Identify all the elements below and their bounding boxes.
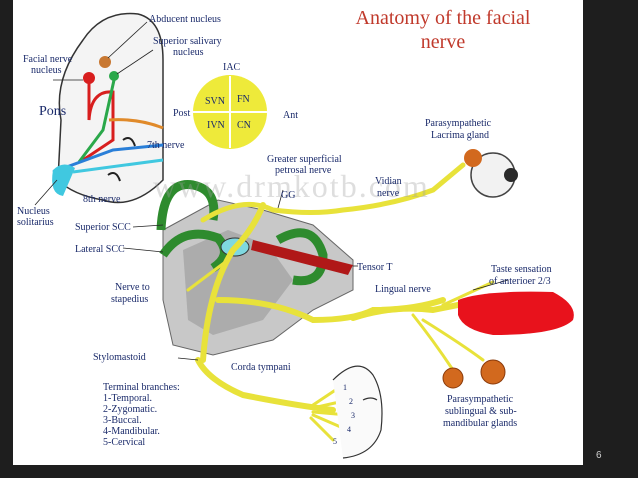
label-parasympathetic-glands-1: Parasympathetic	[447, 394, 514, 405]
facial-nucleus-dot	[83, 72, 95, 84]
label-superior-salivary-2: nucleus	[173, 47, 204, 58]
label-lateral-scc: Lateral SCC	[75, 244, 125, 255]
terminal-branches-heading: Terminal branches:	[103, 382, 180, 393]
leader-gsp	[277, 189, 284, 209]
label-iac: IAC	[223, 62, 241, 73]
nerve-gsp	[200, 162, 466, 223]
leader-salivary	[116, 49, 154, 75]
page-title: Anatomy of the facial nerve	[355, 7, 531, 53]
leader-taste	[472, 279, 509, 291]
lingual-to-glands	[411, 313, 485, 372]
face-number-4: 4	[347, 425, 351, 434]
terminal-branch-item: 3-Buccal.	[103, 415, 142, 426]
face-number-1: 1	[343, 383, 347, 392]
label-cn: CN	[237, 120, 251, 131]
face-number-5: 5	[333, 437, 337, 446]
terminal-branches: Terminal branches: 1-Temporal. 2-Zygomat…	[103, 382, 180, 448]
lacrimal-gland	[464, 149, 482, 167]
label-parasympathetic-glands-2: sublingual & sub-	[445, 406, 517, 417]
label-tensor-t: Tensor T	[357, 262, 393, 273]
teal-pathway	[72, 158, 164, 174]
label-parasympathetic-lacrimal-2: Lacrima gland	[431, 130, 490, 141]
lingual-nerve	[350, 297, 486, 321]
slide: Anatomy of the facial nerve www.drmkotb.…	[13, 0, 583, 465]
submandibular-gland	[480, 359, 506, 385]
label-facial-nerve-nucleus-2: nucleus	[31, 65, 62, 76]
facial-nerve-diagram	[34, 12, 574, 459]
label-pons: Pons	[39, 104, 67, 119]
leader-solitarius	[34, 179, 58, 206]
label-facial-nerve-nucleus-1: Facial nerve	[23, 54, 73, 65]
label-taste-2: of anterioer 2/3	[489, 276, 551, 287]
orange-pathway	[108, 118, 164, 130]
label-parasympathetic-lacrimal-1: Parasympathetic	[425, 118, 492, 129]
label-nucleus-solitarius-1: Nucleus	[17, 206, 50, 217]
terminal-branch-item: 1-Temporal.	[103, 393, 153, 404]
abducent-nucleus-dot	[99, 56, 111, 68]
terminal-branch-item: 4-Mandibular.	[103, 426, 160, 437]
terminal-branch-item: 5-Cervical	[103, 437, 146, 448]
label-ivn: IVN	[207, 120, 225, 131]
iris	[504, 168, 518, 182]
label-stylomastoid: Stylomastoid	[93, 352, 146, 363]
nerve-to-stapedius	[186, 258, 230, 292]
blue-pathway	[52, 143, 164, 174]
watermark: www.drmkotb.com	[153, 168, 430, 204]
face-number-3: 3	[351, 411, 355, 420]
branch-5	[309, 416, 335, 442]
label-vidian-2: nerve	[377, 188, 400, 199]
label-nerve-to-stapedius-2: stapedius	[111, 294, 149, 305]
leader-abducent	[107, 21, 148, 59]
label-vidian-1: Vidian	[375, 176, 402, 187]
label-svn: SVN	[205, 96, 226, 107]
face-number-2: 2	[349, 397, 353, 406]
label-7th-nerve: 7th nerve	[147, 140, 185, 151]
label-nucleus-solitarius-2: solitarius	[17, 217, 54, 228]
eighth-nerve-hook	[107, 172, 121, 182]
posterior-scc	[275, 228, 328, 286]
seventh-nerve-hook	[122, 137, 136, 147]
label-parasympathetic-glands-3: mandibular glands	[443, 418, 518, 429]
label-8th-nerve: 8th nerve	[83, 194, 121, 205]
page-number: 6	[596, 450, 602, 461]
green-pathway	[77, 79, 116, 163]
label-greater-superficial-1: Greater superficial	[267, 154, 342, 165]
branch-4	[311, 413, 345, 430]
nerve-main	[200, 202, 266, 363]
leader-lateral-scc	[122, 247, 164, 253]
sublingual-gland	[442, 367, 464, 389]
face-profile	[332, 365, 383, 459]
lateral-scc	[159, 229, 229, 272]
label-superior-salivary-1: Superior salivary	[153, 36, 222, 47]
cyan-nucleus-solitarius	[52, 164, 75, 196]
label-fn: FN	[237, 94, 250, 105]
label-taste-1: Taste sensation	[491, 264, 552, 275]
tensor-tympani	[251, 240, 353, 275]
face-eye	[362, 397, 378, 401]
label-greater-superficial-2: petrosal nerve	[275, 165, 332, 176]
facial-nerve-course	[186, 162, 495, 442]
label-abducent-nucleus: Abducent nucleus	[149, 14, 221, 25]
label-superior-scc: Superior SCC	[75, 222, 131, 233]
superior-salivary-dot	[109, 71, 119, 81]
red-pathway	[82, 80, 115, 162]
label-nerve-to-stapedius-1: Nerve to	[115, 282, 150, 293]
label-gg: GG	[281, 190, 296, 201]
label-corda-tympani: Corda tympani	[231, 362, 291, 373]
label-ant: Ant	[283, 110, 298, 121]
terminal-branch-item: 2-Zygomatic.	[103, 404, 158, 415]
tongue	[458, 291, 574, 335]
stylomastoid-trunk	[195, 357, 336, 413]
lingual-to-tongue	[441, 280, 495, 307]
superior-scc	[156, 180, 219, 231]
leader-stylomastoid	[177, 357, 199, 361]
label-lingual-nerve: Lingual nerve	[375, 284, 431, 295]
leader-superior-scc	[132, 224, 164, 228]
label-post: Post	[173, 108, 191, 119]
